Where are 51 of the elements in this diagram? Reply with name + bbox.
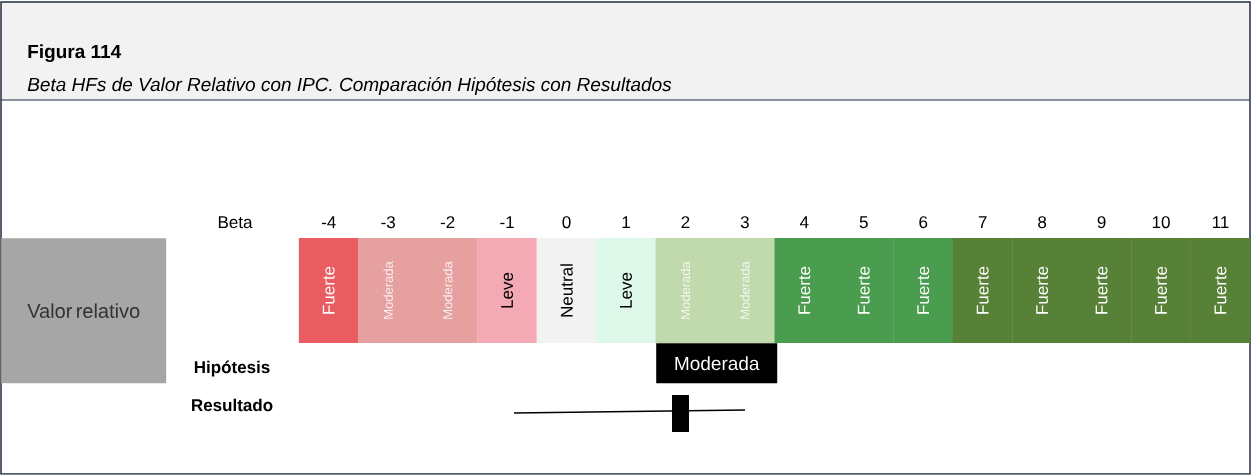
tick-label: 5	[859, 216, 868, 229]
scale-cell: Moderada	[417, 238, 478, 343]
node-label: Fuerte	[857, 266, 870, 314]
hypothesis-box: Moderada	[656, 343, 778, 384]
row-header-box: Valor relativo	[1, 238, 167, 384]
scale-cell: Fuerte	[893, 238, 954, 343]
scale-cell: Leve	[477, 238, 537, 343]
scale-cell: Fuerte	[833, 238, 894, 343]
tick-label: 3	[740, 216, 749, 229]
scale-cell: Fuerte	[952, 238, 1013, 343]
tick-label: -2	[440, 216, 455, 228]
scale-cell: Fuerte	[1012, 238, 1072, 343]
scale-cell: Fuerte	[298, 238, 359, 343]
node-label: Fuerte	[1155, 266, 1167, 314]
row-label: Hipótesis	[194, 360, 270, 377]
scale-cell: Fuerte	[774, 238, 835, 343]
tick-label: -1	[500, 216, 514, 228]
scale-cell: Moderada	[358, 238, 419, 343]
tick-label: 7	[978, 216, 987, 228]
scale-cell: Fuerte	[1131, 238, 1191, 343]
tick-label: 1	[622, 216, 630, 228]
node-label: Fuerte	[917, 266, 930, 314]
tick-label: 11	[1212, 216, 1229, 228]
figure-title: Figura 114	[28, 44, 122, 63]
scale-cell: Moderada	[715, 238, 775, 343]
node-label: Fuerte	[798, 266, 811, 314]
scale-cell: Moderada	[655, 238, 716, 343]
node-label: Fuerte	[1036, 266, 1049, 314]
node-label: Fuerte	[1095, 266, 1108, 314]
tick-label: 0	[562, 216, 571, 229]
row-label: Resultado	[192, 398, 273, 412]
tick-label: 6	[919, 216, 928, 229]
scale-cell: Fuerte	[1190, 238, 1251, 343]
tick-label: 2	[681, 216, 690, 228]
figure-caption: Beta HFs de Valor Relativo con IPC. Comparación Hipótesis con Resultados	[27, 77, 672, 95]
tick-label: 8	[1038, 216, 1047, 229]
tick-label: 9	[1097, 216, 1106, 229]
node-label: Moderada	[680, 261, 691, 319]
tick-label: -4	[321, 216, 336, 228]
scale-cell: Neutral	[536, 238, 597, 343]
tick-label: 10	[1152, 216, 1170, 229]
scale-cell: Leve	[596, 238, 656, 343]
tick-label: -3	[381, 216, 395, 229]
node-label: Fuerte	[976, 266, 989, 314]
node-label: Moderada	[442, 261, 453, 319]
tick-label: 4	[800, 216, 809, 228]
node-label: Moderada	[740, 261, 750, 319]
axis-label: Beta	[218, 216, 253, 229]
scale-cell: Fuerte	[1071, 238, 1132, 343]
node-label: Moderada	[383, 261, 393, 319]
node-label: Fuerte	[1214, 266, 1227, 314]
